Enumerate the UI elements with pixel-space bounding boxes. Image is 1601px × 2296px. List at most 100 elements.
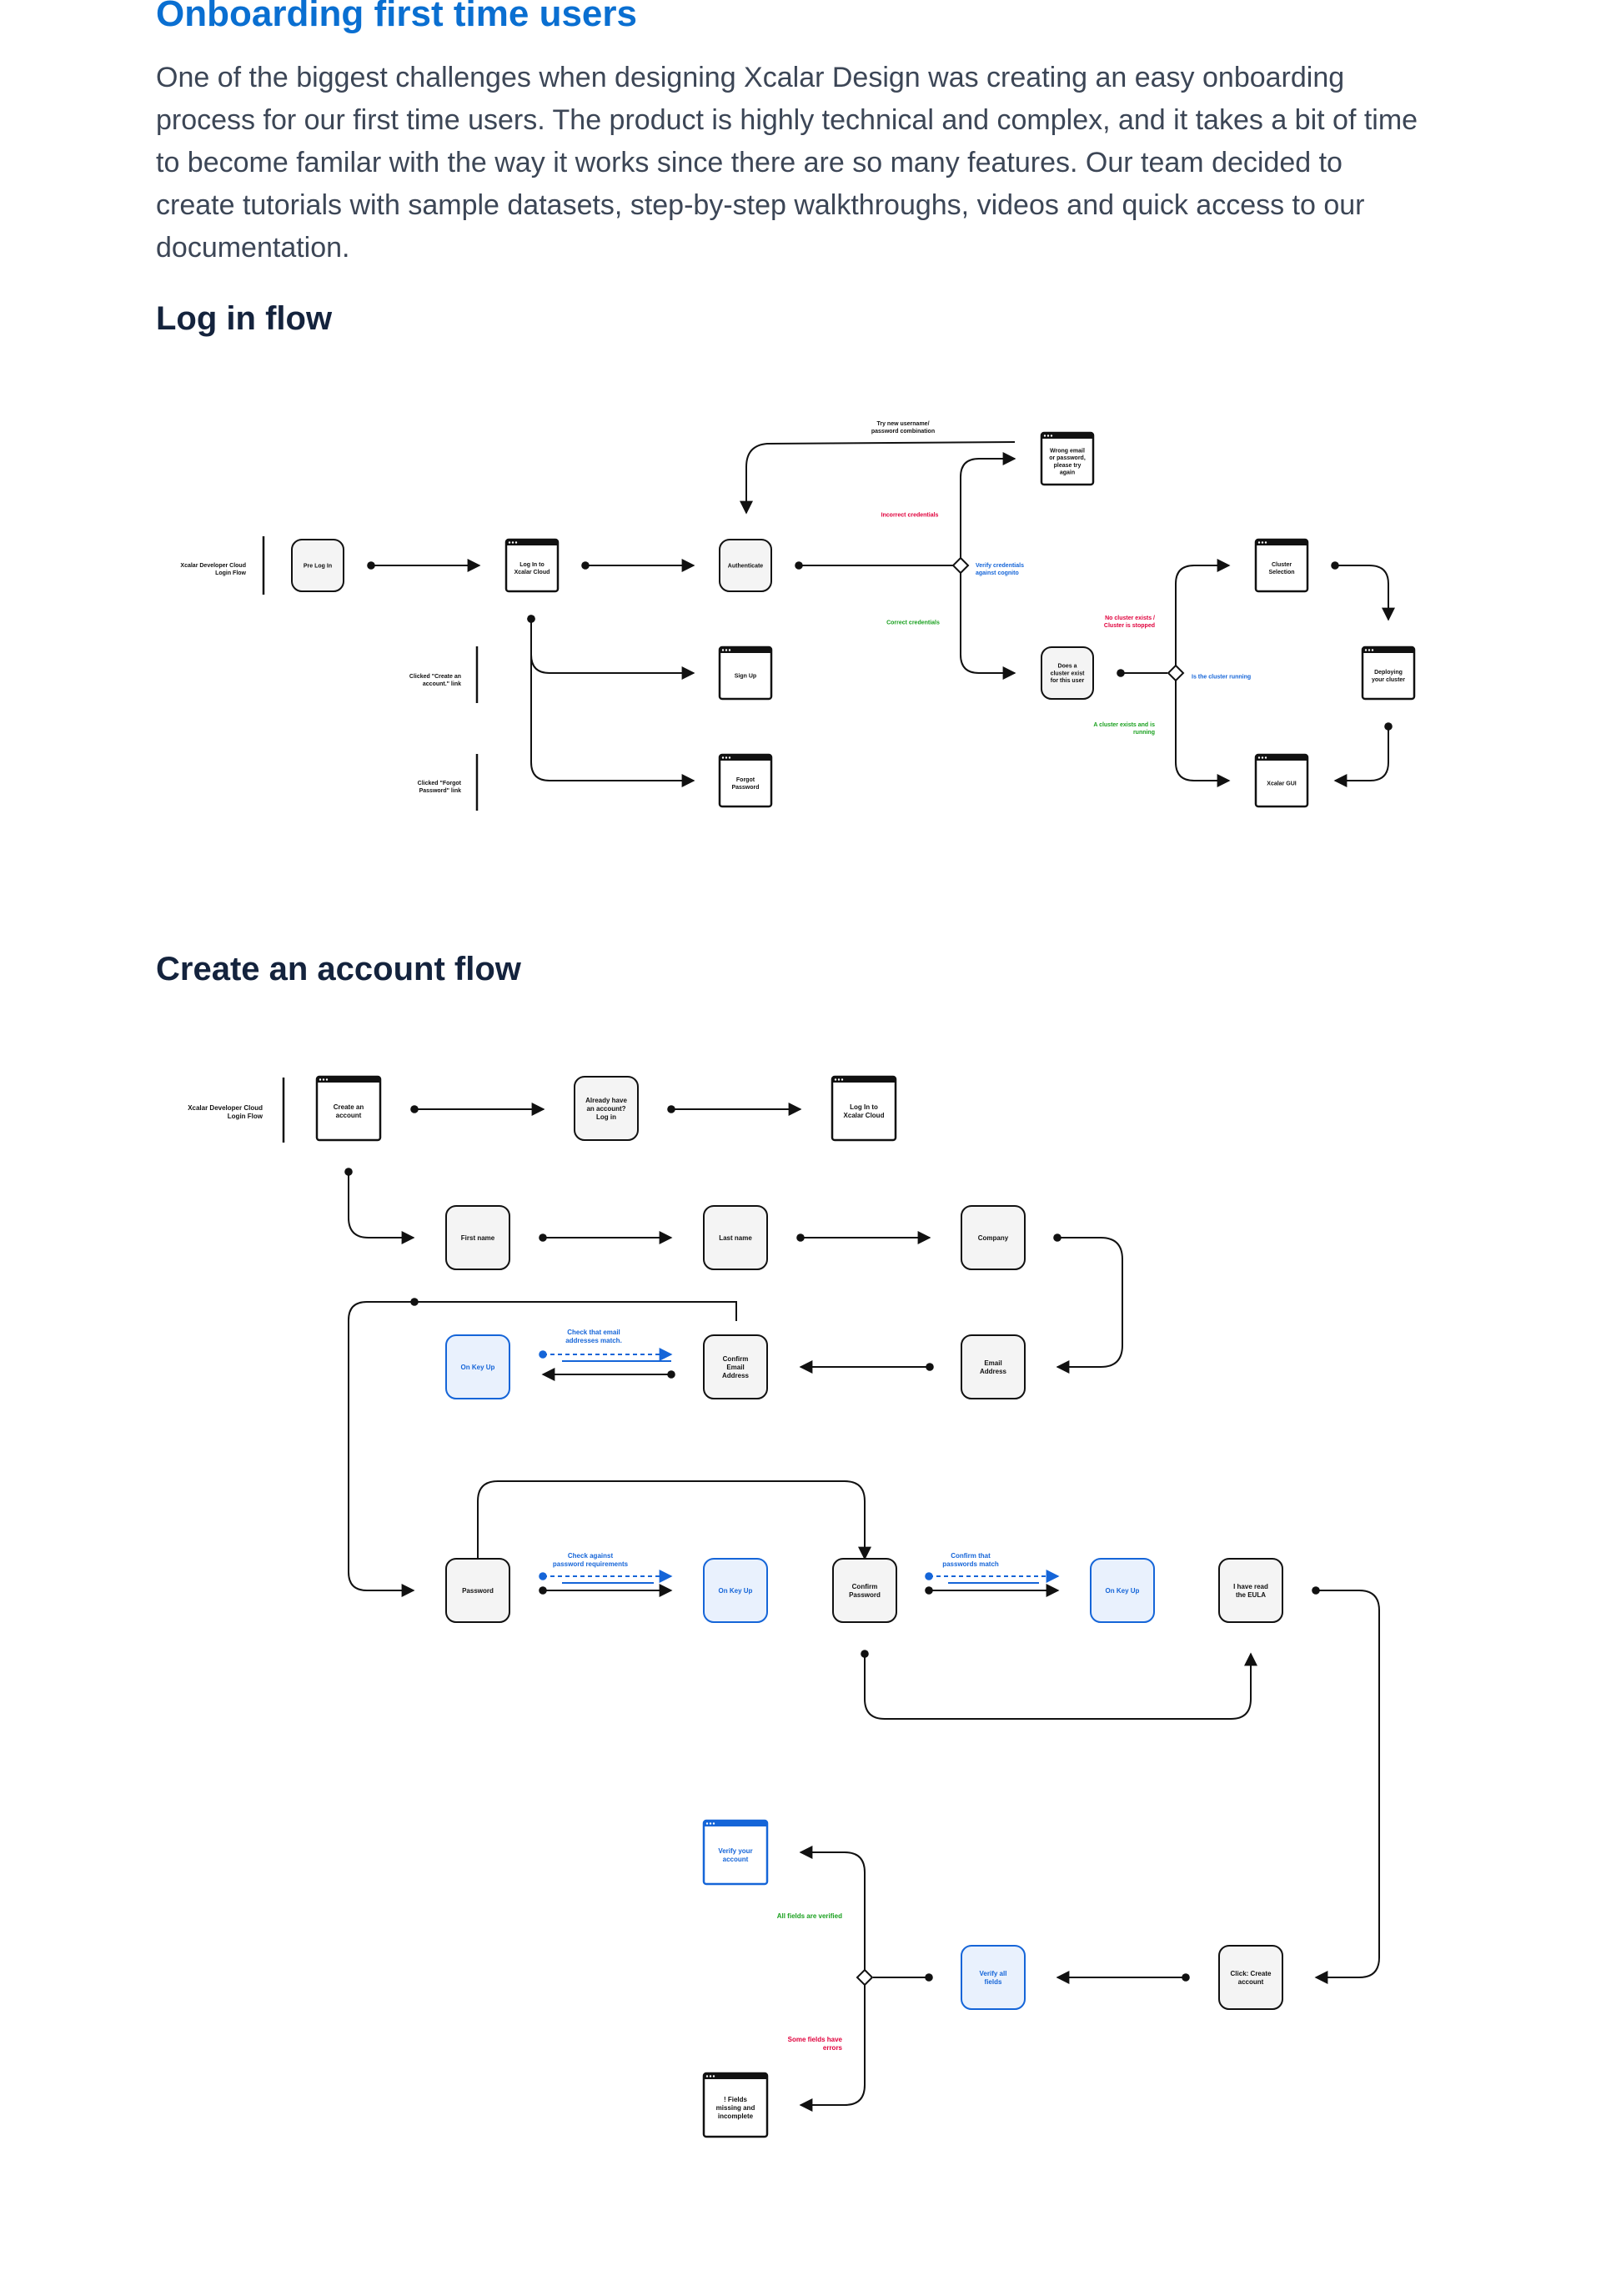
flow-connector [1312, 1586, 1380, 1984]
login-flow-title: Log in flow [156, 300, 333, 337]
flow-connector [1333, 722, 1393, 787]
company-node: Company [961, 1205, 1026, 1270]
pre-log-in-node: Pre Log In [291, 539, 344, 592]
fields-verified-decision [856, 1968, 874, 1987]
account-flow-title: Create an account flow [156, 951, 521, 987]
no-cluster-label: No cluster exists /Cluster is stopped [1104, 615, 1155, 629]
flow-connector [527, 615, 695, 680]
last-name-node-label: Last name [719, 1234, 752, 1242]
flow-connector [527, 615, 695, 787]
first-name-node-label: First name [461, 1234, 495, 1242]
credentials-decision [951, 556, 970, 575]
password-node: Password [445, 1558, 510, 1623]
window-titlebar [720, 755, 771, 761]
flow-connector [960, 573, 1016, 680]
on-key-up-email-node: On Key Up [445, 1334, 510, 1399]
flow-connector [799, 1846, 866, 1970]
sign-up-node: Sign Up [718, 646, 773, 701]
last-name-node: Last name [703, 1205, 768, 1270]
flow-connector [740, 441, 1016, 515]
flow-connector [477, 1480, 871, 1560]
xcalar-gui-node-label: Xcalar GUI [1267, 781, 1296, 786]
sign-up-node-label: Sign Up [735, 673, 756, 679]
window-titlebar [317, 1077, 380, 1083]
window-titlebar [704, 2073, 767, 2079]
on-key-up-confirm-node-label: On Key Up [1106, 1587, 1140, 1595]
on-key-up-email-node-label: On Key Up [461, 1364, 495, 1371]
window-titlebar [1041, 433, 1093, 439]
flow-connector [960, 452, 1016, 558]
xcalar-gui-node: Xcalar GUI [1254, 753, 1309, 808]
flow-connector [861, 1650, 1257, 1720]
authenticate-node-label: Authenticate [728, 563, 764, 569]
password-node-label: Password [462, 1587, 494, 1595]
on-key-up-password-node-label: On Key Up [719, 1587, 753, 1595]
window-titlebar [1256, 540, 1307, 545]
window-titlebar [720, 647, 771, 653]
on-key-up-confirm-node: On Key Up [1090, 1558, 1155, 1623]
window-titlebar [1363, 647, 1414, 653]
flow-connector [1175, 681, 1231, 787]
page-title: Onboarding first time users [156, 0, 637, 34]
flow-connector [410, 1298, 737, 1321]
window-titlebar [832, 1077, 896, 1083]
window-titlebar [506, 540, 558, 545]
incorrect-credentials-label: Incorrect credentials [881, 512, 939, 518]
cluster-decision [1167, 664, 1185, 682]
flow-connector [344, 1168, 415, 1244]
company-node-label: Company [978, 1234, 1009, 1242]
flow-connector [1331, 561, 1395, 621]
flow-connector [348, 1301, 415, 1597]
try-new-credentials-label: Try new username/password combination [871, 421, 935, 435]
window-titlebar [1256, 755, 1307, 761]
flow-connector [1175, 559, 1231, 666]
window-titlebar [704, 1821, 767, 1826]
correct-credentials-label: Correct credentials [886, 620, 940, 625]
all-verified-label: All fields are verified [777, 1912, 842, 1920]
authenticate-node: Authenticate [719, 539, 772, 592]
